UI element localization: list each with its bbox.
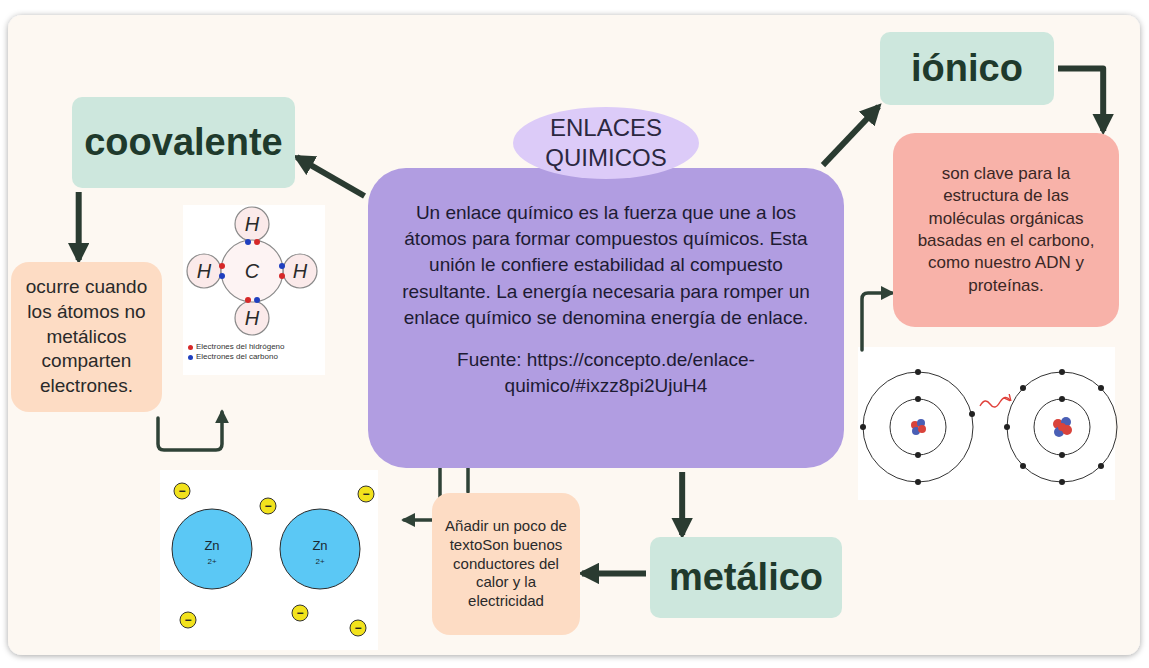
atom-symbol: H	[245, 213, 259, 236]
ion-transfer-figure-part	[1020, 463, 1026, 469]
metal-lattice-figure-part	[174, 483, 190, 499]
node-text: son clave para la estructura de las molé…	[905, 163, 1107, 298]
legend-text: Electrones del hidrógeno	[196, 343, 285, 351]
bond-type-box: metálico	[650, 537, 842, 618]
definition-box: Un enlace químico es la fuerza que une a…	[368, 168, 844, 468]
ion-transfer-figure-part	[1098, 463, 1104, 469]
ion-transfer-figure-part	[915, 369, 921, 375]
card-background	[8, 15, 1140, 655]
metal-lattice-figure-part	[180, 612, 196, 628]
ion-transfer-figure-part	[1020, 385, 1026, 391]
node-text: metálico	[669, 557, 823, 599]
ion-transfer-figure-part	[860, 424, 866, 430]
methane-figure-part	[219, 263, 225, 269]
metal-lattice-figure-part	[358, 486, 374, 502]
ion-transfer-figure-part	[1007, 372, 1117, 482]
electron-sign: −	[362, 487, 369, 501]
node-text: iónico	[911, 48, 1023, 90]
methane-figure-part	[219, 273, 225, 279]
node-text: ocurre cuando los átomos no metálicos co…	[17, 275, 156, 398]
ion-transfer-figure-part	[1059, 452, 1065, 458]
legend-text: Electrones del carbono	[196, 353, 278, 361]
atom-symbol: H	[197, 260, 211, 283]
metal-lattice-figure-part	[350, 620, 366, 636]
ion-transfer-figure-part	[1098, 385, 1104, 391]
atom-symbol: H	[293, 260, 307, 283]
node-text: Un enlace químico es la fuerza que une a…	[392, 200, 820, 331]
description-box: Añadir un poco de textoSon buenos conduc…	[432, 493, 580, 635]
methane-figure-part	[183, 205, 325, 375]
methane-figure-part	[235, 207, 269, 241]
methane-figure-part	[245, 297, 251, 303]
electron-sign: −	[264, 499, 271, 513]
methane-figure-part	[221, 240, 283, 302]
ion-transfer-figure-part	[915, 396, 921, 402]
leader-arrows-part	[862, 293, 892, 350]
leader-arrows-part	[158, 412, 222, 450]
ion-transfer-figure-part	[918, 425, 926, 433]
ion-transfer-figure-part	[1058, 423, 1066, 431]
atom-symbol: H	[245, 307, 259, 330]
connector-arrow	[76, 192, 82, 260]
ion-symbol: Zn	[204, 538, 219, 553]
metal-lattice-figure-part	[172, 509, 252, 589]
node-text: Añadir un poco de textoSon buenos conduc…	[440, 517, 572, 611]
connector-arrow	[679, 472, 685, 535]
bond-type-box: coovalente	[72, 97, 295, 188]
ion-transfer-figure-part	[1059, 479, 1065, 485]
methane-figure-part	[279, 263, 285, 269]
connector-arrow	[1058, 69, 1103, 132]
ion-transfer-figure-part	[969, 411, 975, 417]
ion-transfer-figure-part	[980, 397, 1010, 407]
ion-transfer-figure-part	[863, 372, 973, 482]
methane-figure-part	[279, 273, 285, 279]
connector-arrow	[582, 570, 646, 576]
ion-charge: 2+	[315, 557, 324, 566]
description-box: ocurre cuando los átomos no metálicos co…	[11, 262, 162, 412]
connector-arrow	[823, 106, 879, 165]
metal-lattice-figure-part	[260, 498, 276, 514]
electron-sign: −	[296, 606, 303, 620]
ion-transfer-figure-part	[890, 399, 946, 455]
title-ellipse: ENLACES QUIMICOS	[513, 107, 699, 179]
methane-figure-part	[254, 297, 260, 303]
atom-symbol: C	[245, 260, 259, 283]
methane-figure-part	[235, 301, 269, 335]
metal-lattice-figure-part	[280, 509, 360, 589]
bond-type-box: iónico	[880, 32, 1054, 105]
ion-transfer-figure-part	[1004, 424, 1010, 430]
ion-transfer-figure-part	[915, 479, 921, 485]
legend-entry: Electrones del carbono	[188, 353, 278, 361]
legend-entry: Electrones del hidrógeno	[188, 343, 285, 351]
metal-lattice-figure-part	[160, 470, 378, 650]
methane-figure-part	[187, 254, 221, 288]
methane-figure	[183, 205, 325, 375]
methane-figure-part	[245, 239, 251, 245]
connector-arrow	[297, 157, 365, 196]
electron-sign: −	[184, 613, 191, 627]
node-subtext: Fuente: https://concepto.de/enlace-quimi…	[392, 347, 820, 399]
node-text: coovalente	[84, 122, 283, 164]
ion-transfer-figure	[858, 347, 1117, 500]
ion-charge: 2+	[207, 557, 216, 566]
ion-transfer-figure-part	[1034, 399, 1090, 455]
ion-transfer-figure-part	[858, 347, 1115, 500]
ion-transfer-figure-part	[1059, 396, 1065, 402]
electron-sign: −	[354, 621, 361, 635]
ion-transfer-figure-part	[1059, 369, 1065, 375]
metal-lattice-figure-part	[292, 605, 308, 621]
ion-transfer-figure-part	[915, 452, 921, 458]
legend-swatch	[188, 355, 193, 360]
legend-swatch	[188, 345, 193, 350]
metal-lattice-figure	[160, 470, 378, 650]
ion-symbol: Zn	[312, 538, 327, 553]
description-box: son clave para la estructura de las molé…	[893, 133, 1119, 327]
methane-figure-part	[254, 239, 260, 245]
methane-figure-part	[283, 254, 317, 288]
electron-sign: −	[178, 484, 185, 498]
